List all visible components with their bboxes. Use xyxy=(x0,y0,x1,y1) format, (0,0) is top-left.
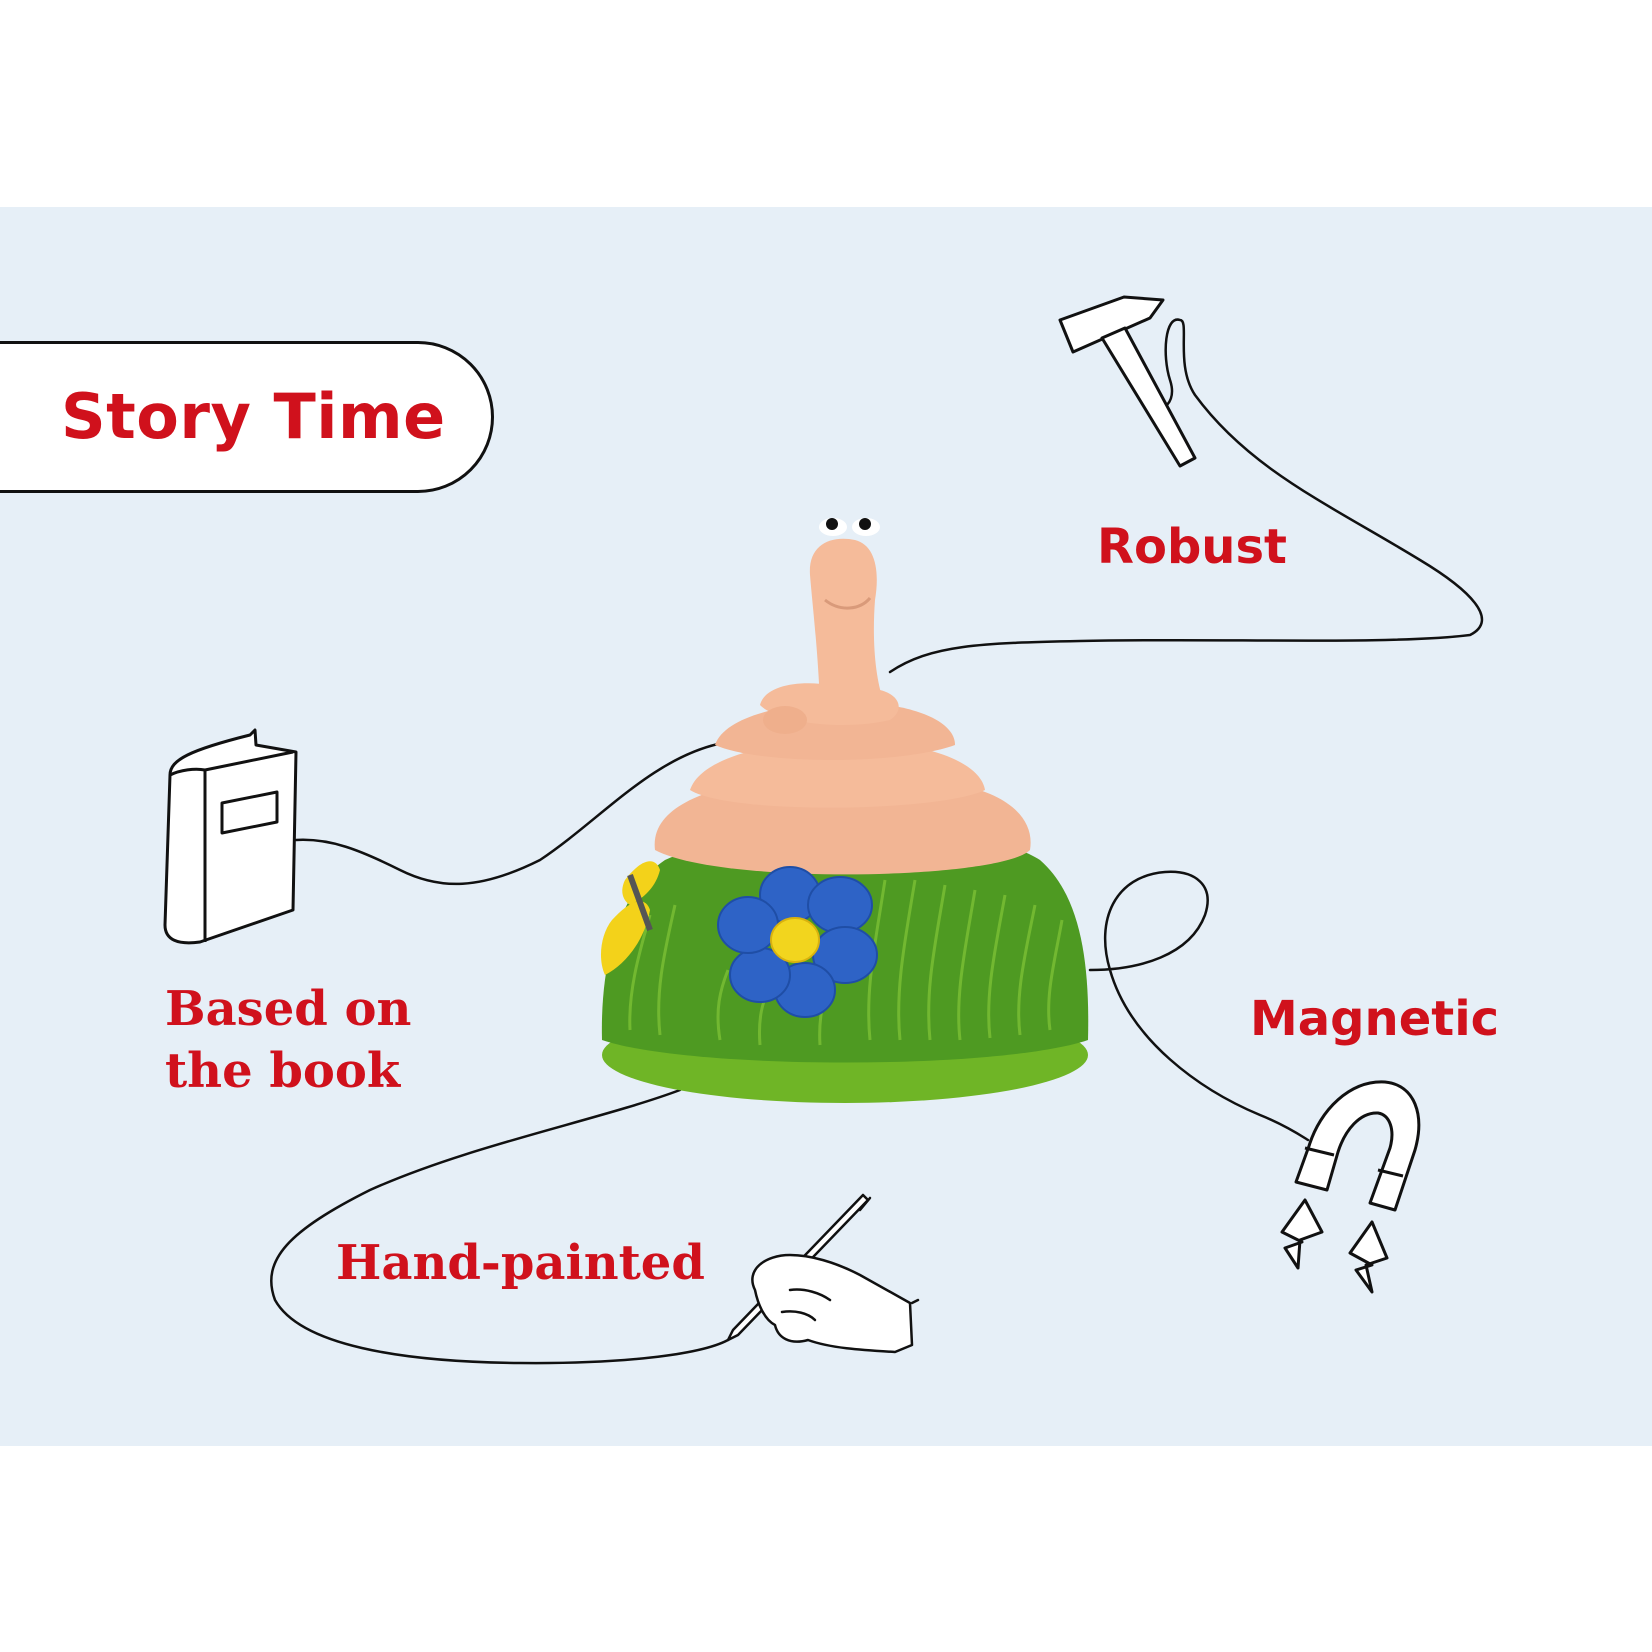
feature-text-line2: the book xyxy=(165,1043,401,1100)
robust-connector-line xyxy=(888,318,1484,674)
hand-painted-connector-line xyxy=(270,1088,730,1365)
blue-flower xyxy=(717,866,878,1018)
hammer-icon xyxy=(1058,295,1197,468)
feature-label-hand-painted: Hand-painted xyxy=(336,1232,705,1294)
grass-texture xyxy=(628,879,1064,1046)
page-title: Story Time xyxy=(61,380,446,453)
title-pill: Story Time xyxy=(0,341,494,493)
feature-label-magnetic: Magnetic xyxy=(1250,988,1499,1050)
magnet-icon xyxy=(1280,1080,1421,1294)
connector-lines xyxy=(270,318,1484,1365)
feature-text: Robust xyxy=(1097,519,1287,575)
worm-figurine xyxy=(600,518,1089,1103)
feature-label-robust: Robust xyxy=(1097,516,1287,578)
magnetic-connector-line xyxy=(1088,870,1310,1142)
hand-paintbrush-icon xyxy=(726,1193,920,1354)
book-icon xyxy=(163,728,298,945)
feature-label-based-on-book: Based on the book xyxy=(165,978,411,1103)
feature-text: Hand-painted xyxy=(336,1235,705,1291)
book-connector-line xyxy=(294,742,720,886)
feature-text-line1: Based on xyxy=(165,981,412,1037)
feature-text: Magnetic xyxy=(1250,991,1500,1047)
